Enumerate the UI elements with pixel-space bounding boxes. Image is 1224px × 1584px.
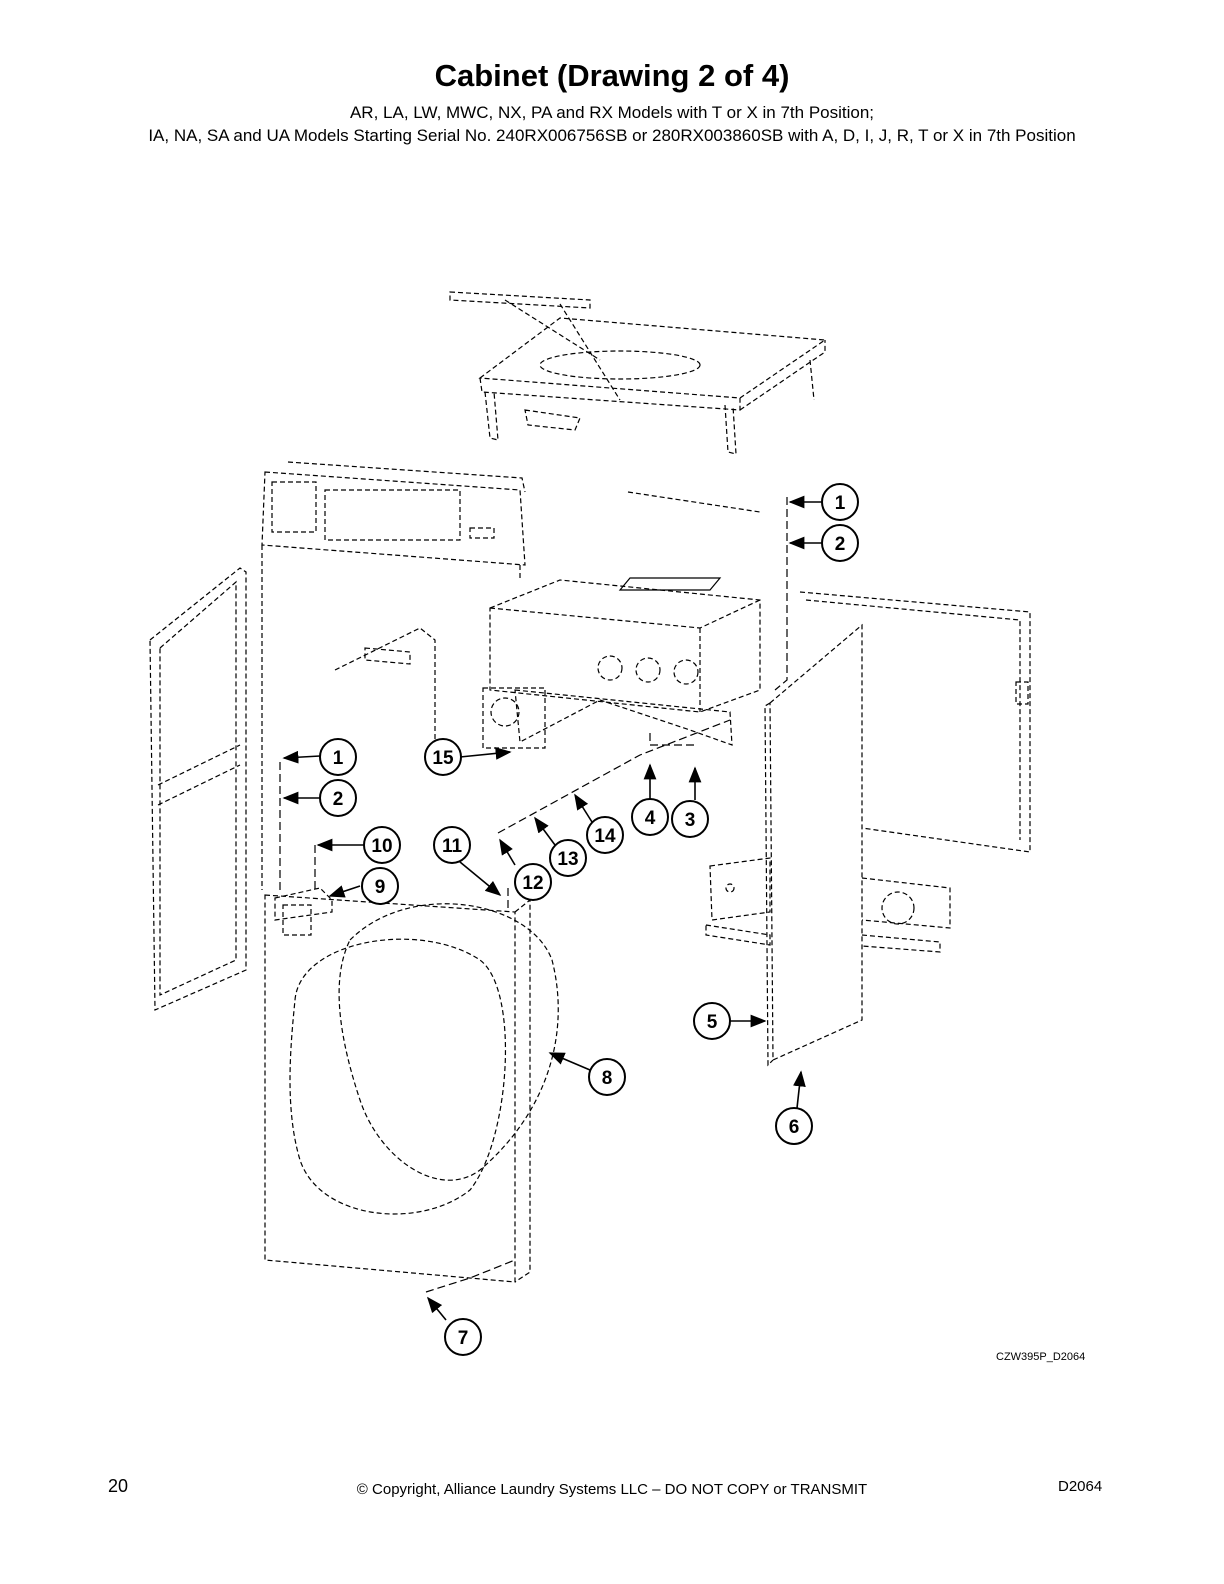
svg-text:7: 7 xyxy=(458,1328,469,1349)
right-side-panel xyxy=(764,623,863,1067)
svg-text:3: 3 xyxy=(685,810,696,831)
page-subtitle-line1: AR, LA, LW, MWC, NX, PA and RX Models wi… xyxy=(349,103,875,122)
svg-text:5: 5 xyxy=(707,1012,718,1033)
drawing-code: CZW395P_D2064 xyxy=(996,1351,1086,1363)
cabinet-outline xyxy=(261,545,521,890)
right-rear-panel xyxy=(799,591,1031,853)
callout-8: 8 xyxy=(588,1058,626,1096)
callout-14: 14 xyxy=(586,816,624,854)
base-assembly xyxy=(482,491,761,749)
callout-2a: 2 xyxy=(821,524,859,562)
callout-5: 5 xyxy=(693,1002,731,1040)
callout-3: 3 xyxy=(671,800,709,838)
svg-text:14: 14 xyxy=(594,826,616,847)
svg-text:12: 12 xyxy=(522,873,543,894)
svg-text:4: 4 xyxy=(645,808,656,829)
left-side-panel xyxy=(149,567,247,1011)
callout-2b: 2 xyxy=(319,779,357,817)
svg-text:11: 11 xyxy=(442,836,463,857)
control-console xyxy=(261,461,526,566)
svg-text:2: 2 xyxy=(835,534,846,555)
hinge-bracket xyxy=(334,627,436,768)
page-number: 20 xyxy=(108,1476,129,1496)
svg-text:6: 6 xyxy=(789,1117,800,1138)
callout-13: 13 xyxy=(549,839,587,877)
page-subtitle-line2: IA, NA, SA and UA Models Starting Serial… xyxy=(148,126,1076,145)
copyright-notice: © Copyright, Alliance Laundry Systems LL… xyxy=(356,1481,868,1498)
lower-brackets xyxy=(705,857,951,953)
callout-1a: 1 xyxy=(821,483,859,521)
svg-text:9: 9 xyxy=(375,877,386,898)
callout-arrows xyxy=(282,495,822,1321)
svg-text:1: 1 xyxy=(333,748,344,769)
svg-text:1: 1 xyxy=(835,493,846,514)
callout-10: 10 xyxy=(363,826,401,864)
document-code: D2064 xyxy=(1058,1478,1103,1495)
svg-text:10: 10 xyxy=(371,836,392,857)
svg-text:2: 2 xyxy=(333,789,344,810)
callout-6: 6 xyxy=(775,1107,813,1145)
front-panel xyxy=(264,887,559,1283)
callout-12: 12 xyxy=(514,863,552,901)
page-title: Cabinet (Drawing 2 of 4) xyxy=(434,58,790,93)
callout-1b: 1 xyxy=(319,738,357,776)
callout-4: 4 xyxy=(631,798,669,836)
svg-text:8: 8 xyxy=(602,1068,613,1089)
top-panel xyxy=(449,291,827,455)
callout-7: 7 xyxy=(444,1318,482,1356)
leader-lines xyxy=(279,497,788,1293)
callout-15: 15 xyxy=(424,738,462,776)
svg-text:15: 15 xyxy=(432,748,454,769)
callout-9: 9 xyxy=(361,867,399,905)
callout-11: 11 xyxy=(433,826,471,864)
svg-text:13: 13 xyxy=(557,849,578,870)
